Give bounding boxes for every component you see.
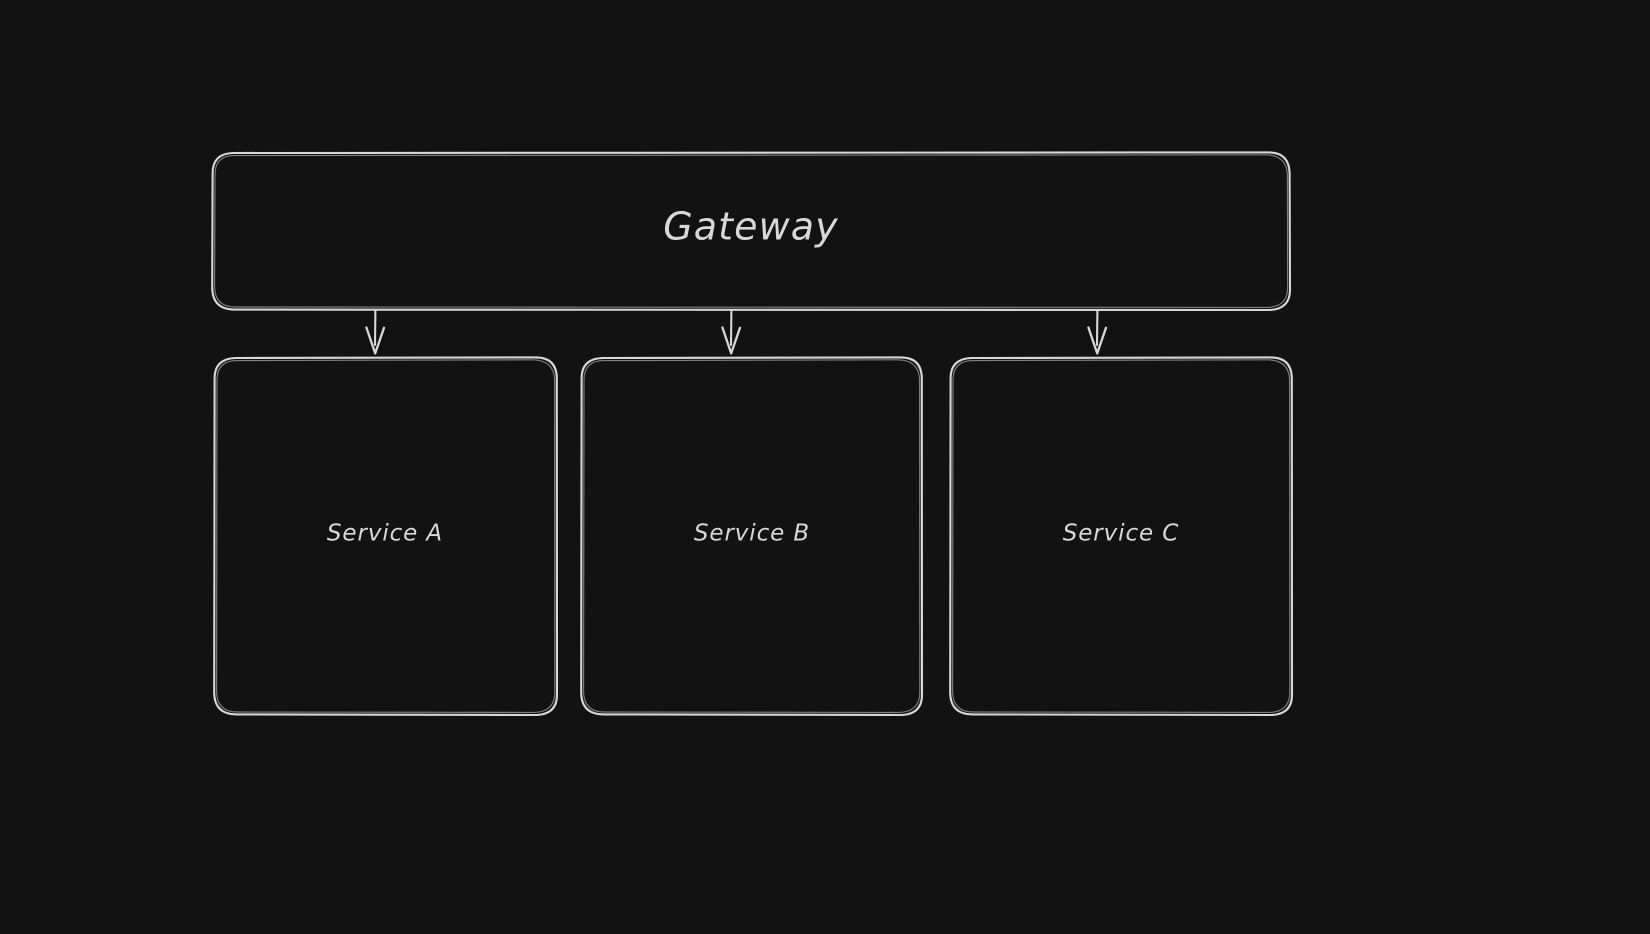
gateway-box-sketch-overlay: [214, 154, 1289, 308]
service-b-label: Service B: [694, 521, 810, 547]
service-c-box-sketch-overlay: [952, 359, 1291, 713]
gateway-box-outline: [211, 151, 1292, 312]
service-a-box-sketch-overlay: [216, 359, 556, 713]
arrowhead-down-b: [721, 326, 742, 355]
node-service-b[interactable]: Service B: [580, 356, 924, 717]
service-a-label: Service A: [327, 521, 443, 547]
service-b-box-sketch-overlay: [583, 359, 921, 713]
arrowhead-down-c: [1087, 326, 1108, 355]
service-c-box-outline: [949, 356, 1294, 717]
edge-gateway-to-service-a: [365, 308, 386, 355]
edge-gateway-to-service-b: [721, 308, 742, 355]
gateway-label: Gateway: [663, 205, 839, 249]
edge-gateway-to-service-c: [1087, 308, 1108, 355]
arrowhead-down-a: [365, 326, 386, 355]
service-c-label: Service C: [1063, 521, 1179, 547]
node-service-a[interactable]: Service A: [213, 356, 559, 717]
service-b-box-outline: [580, 356, 924, 717]
node-gateway[interactable]: Gateway: [211, 151, 1292, 312]
node-service-c[interactable]: Service C: [949, 356, 1294, 717]
service-a-box-outline: [213, 356, 559, 717]
